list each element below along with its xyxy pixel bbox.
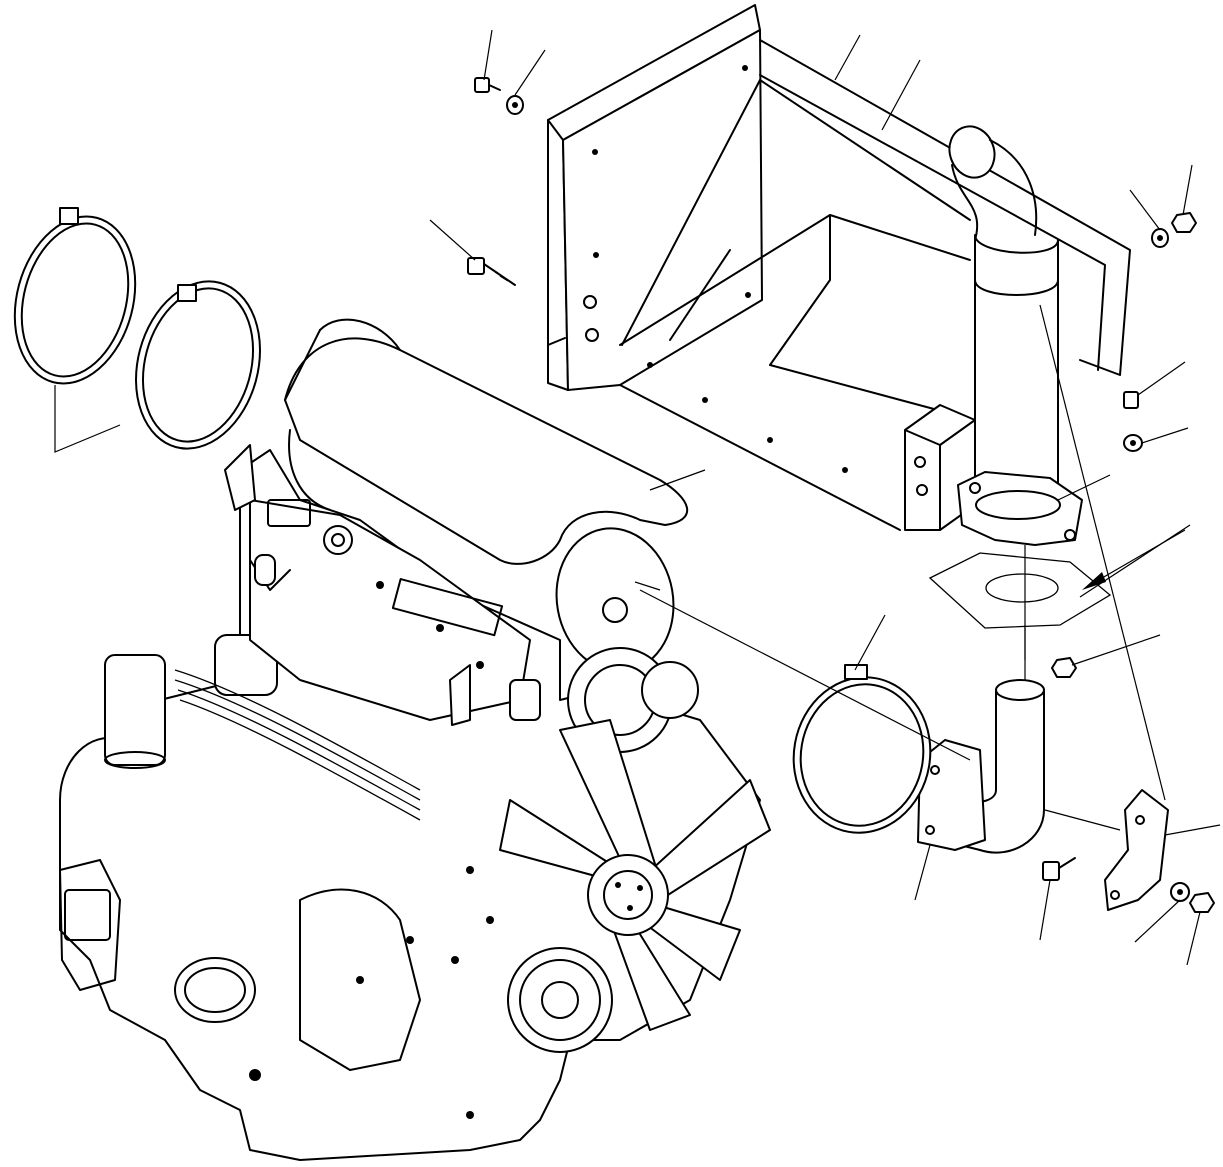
bolt-icon (467, 257, 516, 286)
stay-bracket-icon (1104, 789, 1169, 911)
nut-icon (1171, 212, 1197, 233)
muffler-bracket-icon (547, 4, 1131, 531)
washer-icon (1123, 434, 1143, 452)
callout-leader-lines (54, 29, 1221, 966)
washer-icon (1170, 882, 1190, 902)
washer-icon (1151, 228, 1169, 248)
nut-icon (1051, 657, 1077, 678)
exhaust-elbow-icon (917, 679, 1045, 854)
bolt-icon (474, 77, 501, 93)
muffler-band-icon (135, 280, 261, 450)
cooling-fan-icon (499, 719, 771, 1031)
gasket-icon (928, 545, 1112, 660)
muffler-icon (284, 318, 688, 673)
bolt-icon (1123, 391, 1139, 409)
engine-assembly-icon (59, 444, 771, 1161)
nut-icon (1189, 892, 1215, 913)
muffler-band-icon (13, 207, 137, 385)
washer-icon (506, 95, 524, 115)
bolt-icon (1042, 857, 1076, 881)
band-clamp-icon (792, 664, 932, 834)
exhaust-tailpipe-icon (948, 125, 1083, 546)
